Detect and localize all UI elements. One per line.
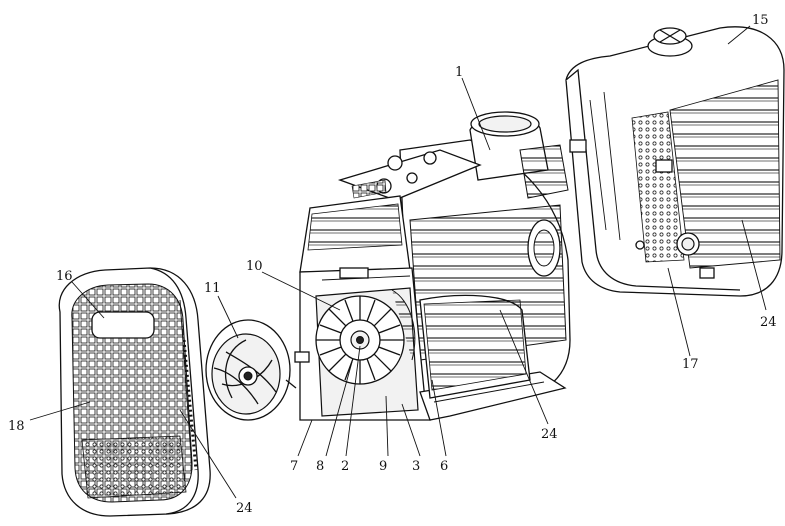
control-button-3 xyxy=(406,172,418,184)
callout-7: 7 xyxy=(290,459,298,474)
impeller xyxy=(205,319,297,421)
fan-indicator xyxy=(423,151,437,165)
callout-3: 3 xyxy=(412,459,420,474)
callout-10: 10 xyxy=(246,259,263,274)
front-strainer-cover xyxy=(58,267,211,517)
callout-6: 6 xyxy=(440,459,448,474)
callout-11: 11 xyxy=(204,281,221,296)
callout-2: 2 xyxy=(341,459,349,474)
callout-18: 18 xyxy=(8,419,25,434)
callout-8: 8 xyxy=(316,459,324,474)
grille-handle xyxy=(91,311,155,339)
diffuser-vanes xyxy=(315,289,416,385)
callout-24a: 24 xyxy=(236,501,253,516)
rear-housing-cover xyxy=(565,26,785,297)
callout-17: 17 xyxy=(682,357,699,372)
callout-9: 9 xyxy=(379,459,387,474)
callout-24c: 24 xyxy=(760,315,777,330)
pump-body xyxy=(294,111,571,421)
control-button-1 xyxy=(387,155,403,171)
callout-24b: 24 xyxy=(541,427,558,442)
leader-lines xyxy=(29,25,767,499)
callout-15: 15 xyxy=(752,13,769,28)
callout-labels: 1 2 3 6 7 8 9 10 11 15 16 17 18 24 24 24 xyxy=(8,13,777,516)
callout-1: 1 xyxy=(455,65,463,80)
callout-16: 16 xyxy=(56,269,73,284)
